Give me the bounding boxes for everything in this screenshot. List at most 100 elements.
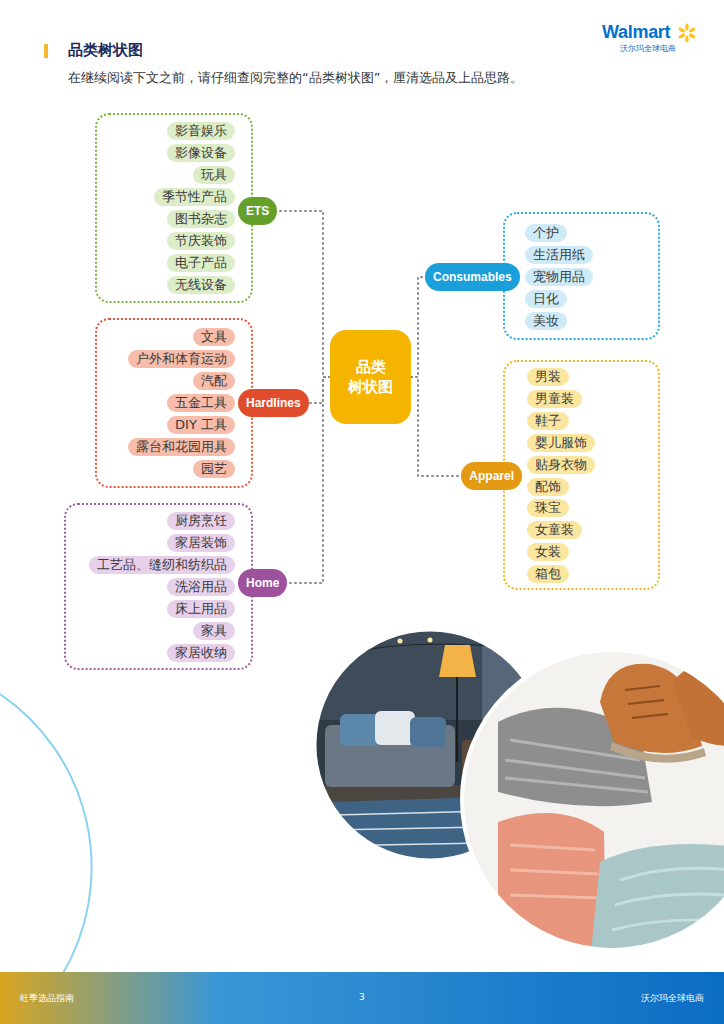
subcategory-pill: 影像设备: [167, 144, 235, 162]
subcategory-label: 节庆装饰: [175, 233, 227, 248]
branch-connector: [309, 377, 330, 403]
footer-bar: [0, 972, 724, 1024]
branch-connector: [411, 377, 461, 476]
page-title: 品类树状图: [68, 41, 143, 60]
subcategory-pill: 婴儿服饰: [527, 434, 595, 452]
footer-text: 沃尔玛全球电商: [641, 992, 704, 1005]
subcategory-label: 美妆: [533, 313, 559, 328]
clothing-photo: [460, 648, 724, 962]
subcategory-pill: 节庆装饰: [167, 232, 235, 250]
subcategory-label: 男童装: [535, 391, 574, 406]
category-group: Hardlines文具户外和体育运动汽配五金工具DIY 工具露台和花园用具园艺: [95, 318, 253, 488]
category-label: ETS: [238, 197, 277, 225]
subcategory-pill: 玩具: [193, 166, 235, 184]
category-label: Consumables: [425, 263, 520, 291]
subcategory-label: 鞋子: [535, 413, 561, 428]
subcategory-label: 生活用纸: [533, 247, 585, 262]
brand-logo: Walmart: [602, 22, 670, 43]
subcategory-label: 男装: [535, 369, 561, 384]
subcategory-label: 文具: [201, 329, 227, 344]
subcategory-label: 影音娱乐: [175, 123, 227, 138]
subcategory-label: 厨房烹饪: [175, 513, 227, 528]
subcategory-label: 季节性产品: [162, 189, 227, 204]
subcategory-pill: DIY 工具: [167, 416, 235, 434]
decor-arc: [0, 694, 92, 975]
root-label: 品类 树状图: [343, 357, 399, 398]
subcategory-pill: 箱包: [527, 565, 569, 583]
subcategory-pill: 季节性产品: [154, 188, 235, 206]
category-label: Home: [238, 569, 287, 597]
category-group: Consumables个护生活用纸宠物用品日化美妆: [503, 212, 660, 340]
branch-connector: [411, 277, 425, 377]
subcategory-pill: 园艺: [193, 460, 235, 478]
root-node: 品类 树状图: [330, 330, 411, 424]
subcategory-pill: 配饰: [527, 478, 569, 496]
subcategory-label: 工艺品、缝纫和纺织品: [97, 557, 227, 572]
subcategory-pill: 家居收纳: [167, 644, 235, 662]
subcategory-pill: 宠物用品: [525, 268, 593, 286]
subcategory-pill: 日化: [525, 290, 567, 308]
subcategory-pill: 鞋子: [527, 412, 569, 430]
subcategory-pill: 美妆: [525, 312, 567, 330]
subcategory-pill: 汽配: [193, 372, 235, 390]
subcategory-pill: 影音娱乐: [167, 122, 235, 140]
subcategory-pill: 珠宝: [527, 499, 569, 517]
category-label: Hardlines: [238, 389, 309, 417]
footer-text: 旺季选品指南: [20, 992, 74, 1005]
subcategory-label: 床上用品: [175, 601, 227, 616]
category-group: Home厨房烹饪家居装饰工艺品、缝纫和纺织品洗浴用品床上用品家具家居收纳: [64, 503, 253, 670]
subcategory-label: 个护: [533, 225, 559, 240]
subcategory-label: 无线设备: [175, 277, 227, 292]
subcategory-pill: 工艺品、缝纫和纺织品: [89, 556, 235, 574]
subcategory-label: 宠物用品: [533, 269, 585, 284]
subcategory-label: 汽配: [201, 373, 227, 388]
subcategory-pill: 女童装: [527, 521, 582, 539]
subcategory-pill: 个护: [525, 224, 567, 242]
subcategory-label: 家居装饰: [175, 535, 227, 550]
page-number: 3: [359, 992, 365, 1002]
subcategory-pill: 男童装: [527, 390, 582, 408]
subcategory-pill: 女装: [527, 543, 569, 561]
branch-connector: [277, 211, 330, 377]
subcategory-label: 电子产品: [175, 255, 227, 270]
subcategory-label: DIY 工具: [175, 417, 227, 432]
subcategory-pill: 贴身衣物: [527, 456, 595, 474]
logo-spark: [678, 23, 696, 42]
brand-subtitle: 沃尔玛全球电商: [620, 43, 676, 54]
subcategory-pill: 家居装饰: [167, 534, 235, 552]
subcategory-label: 图书杂志: [175, 211, 227, 226]
subcategory-label: 女装: [535, 544, 561, 559]
subcategory-pill: 厨房烹饪: [167, 512, 235, 530]
subcategory-pill: 家具: [193, 622, 235, 640]
subcategory-pill: 图书杂志: [167, 210, 235, 228]
subcategory-pill: 床上用品: [167, 600, 235, 618]
subcategory-label: 玩具: [201, 167, 227, 182]
subcategory-label: 贴身衣物: [535, 457, 587, 472]
category-group: ETS影音娱乐影像设备玩具季节性产品图书杂志节庆装饰电子产品无线设备: [95, 113, 253, 303]
subcategory-label: 露台和花园用具: [136, 439, 227, 454]
subcategory-label: 影像设备: [175, 145, 227, 160]
subcategory-pill: 男装: [527, 368, 569, 386]
subcategory-pill: 生活用纸: [525, 246, 593, 264]
intro-text: 在继续阅读下文之前，请仔细查阅完整的“品类树状图”，厘清选品及上品思路。: [68, 69, 523, 87]
subcategory-label: 家居收纳: [175, 645, 227, 660]
subcategory-pill: 无线设备: [167, 276, 235, 294]
subcategory-label: 配饰: [535, 479, 561, 494]
subcategory-pill: 文具: [193, 328, 235, 346]
category-label: Apparel: [461, 462, 522, 490]
subcategory-label: 婴儿服饰: [535, 435, 587, 450]
subcategory-label: 户外和体育运动: [136, 351, 227, 366]
category-group: Apparel男装男童装鞋子婴儿服饰贴身衣物配饰珠宝女童装女装箱包: [503, 360, 660, 590]
subcategory-pill: 电子产品: [167, 254, 235, 272]
subcategory-label: 园艺: [201, 461, 227, 476]
title-bar: [44, 44, 48, 58]
subcategory-pill: 户外和体育运动: [128, 350, 235, 368]
subcategory-pill: 洗浴用品: [167, 578, 235, 596]
subcategory-label: 五金工具: [175, 395, 227, 410]
subcategory-label: 家具: [201, 623, 227, 638]
subcategory-label: 洗浴用品: [175, 579, 227, 594]
subcategory-label: 日化: [533, 291, 559, 306]
